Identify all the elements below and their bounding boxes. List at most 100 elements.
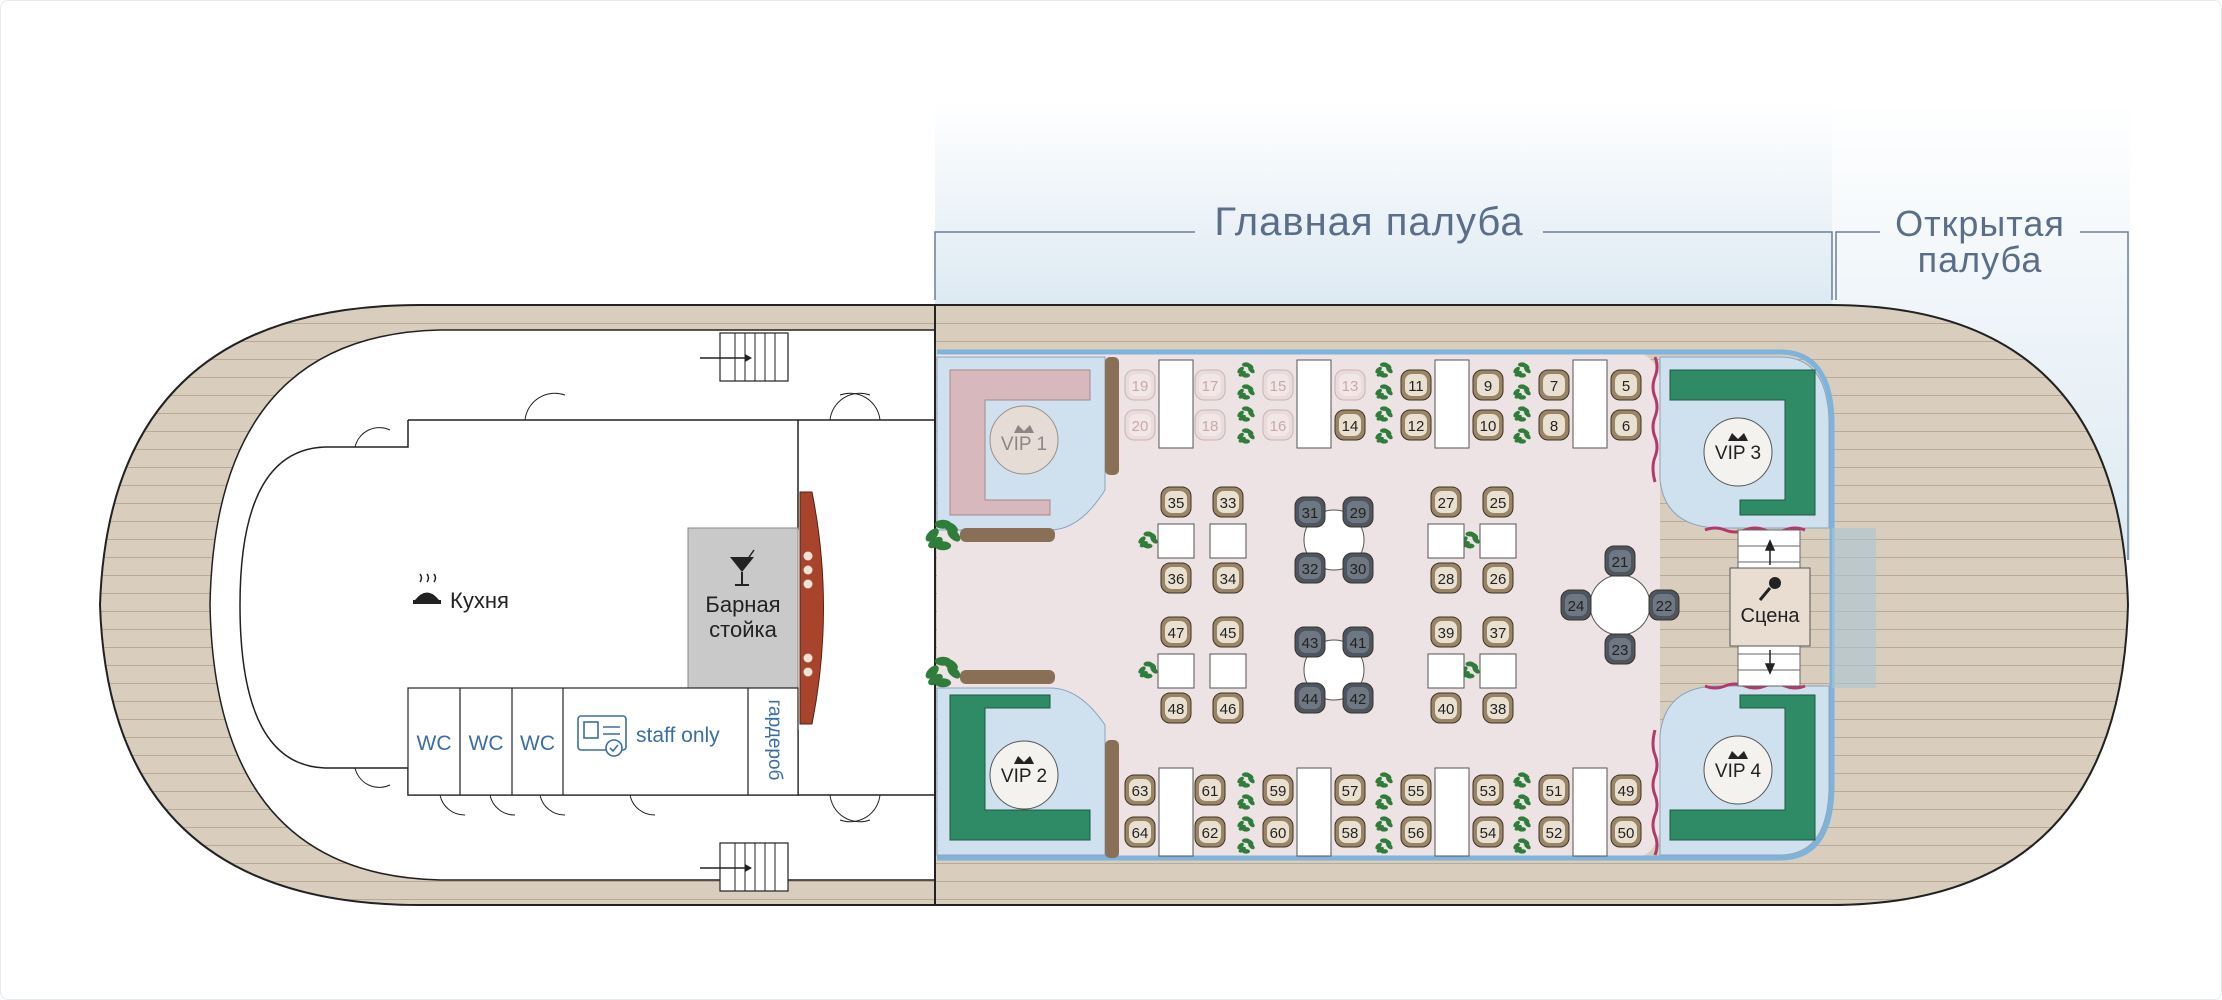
seat-16[interactable]: 16 bbox=[1262, 409, 1294, 441]
plant-icon bbox=[1237, 362, 1255, 378]
seat-30[interactable]: 30 bbox=[1342, 552, 1374, 584]
seat-number: 64 bbox=[1132, 825, 1149, 842]
vip2-label: VIP 2 bbox=[1000, 766, 1048, 787]
seat-6[interactable]: 6 bbox=[1610, 409, 1642, 441]
bar-stools bbox=[803, 551, 813, 677]
seat-number: 10 bbox=[1480, 418, 1497, 435]
seat-22[interactable]: 22 bbox=[1648, 589, 1680, 621]
seat-number: 16 bbox=[1270, 418, 1287, 435]
seat-34[interactable]: 34 bbox=[1212, 562, 1244, 594]
seat-number: 12 bbox=[1408, 418, 1425, 435]
seat-13[interactable]: 13 bbox=[1334, 369, 1366, 401]
seat-64[interactable]: 64 bbox=[1124, 816, 1156, 848]
plant-icon bbox=[1375, 384, 1393, 400]
seat-7[interactable]: 7 bbox=[1538, 369, 1570, 401]
table bbox=[1158, 359, 1194, 449]
plant-icon bbox=[1513, 794, 1531, 810]
plant-icon bbox=[1237, 772, 1255, 788]
seat-51[interactable]: 51 bbox=[1538, 774, 1570, 806]
seat-number: 29 bbox=[1350, 505, 1367, 522]
seat-5[interactable]: 5 bbox=[1610, 369, 1642, 401]
seat-8[interactable]: 8 bbox=[1538, 409, 1570, 441]
seat-21[interactable]: 21 bbox=[1604, 545, 1636, 577]
seat-46[interactable]: 46 bbox=[1212, 692, 1244, 724]
table bbox=[1572, 359, 1608, 449]
seat-28[interactable]: 28 bbox=[1430, 562, 1462, 594]
seat-61[interactable]: 61 bbox=[1194, 774, 1226, 806]
table bbox=[1479, 523, 1517, 559]
seat-number: 39 bbox=[1438, 625, 1455, 642]
plant-icon bbox=[1237, 428, 1255, 444]
seat-14[interactable]: 14 bbox=[1334, 409, 1366, 441]
plant-icon bbox=[1138, 531, 1158, 549]
seat-62[interactable]: 62 bbox=[1194, 816, 1226, 848]
seat-31[interactable]: 31 bbox=[1294, 496, 1326, 528]
open-deck-title-line2: палуба bbox=[1917, 239, 2043, 280]
seat-29[interactable]: 29 bbox=[1342, 496, 1374, 528]
seat-20[interactable]: 20 bbox=[1124, 409, 1156, 441]
staff-badge-icon bbox=[577, 715, 627, 757]
stage-arrows bbox=[1764, 539, 1776, 675]
seat-42[interactable]: 42 bbox=[1342, 682, 1374, 714]
seat-47[interactable]: 47 bbox=[1160, 616, 1192, 648]
vip4-sofa bbox=[1669, 694, 1816, 841]
seat-53[interactable]: 53 bbox=[1472, 774, 1504, 806]
seat-17[interactable]: 17 bbox=[1194, 369, 1226, 401]
seat-18[interactable]: 18 bbox=[1194, 409, 1226, 441]
seat-58[interactable]: 58 bbox=[1334, 816, 1366, 848]
seat-57[interactable]: 57 bbox=[1334, 774, 1366, 806]
plant-icon bbox=[1237, 816, 1255, 832]
seat-39[interactable]: 39 bbox=[1430, 616, 1462, 648]
seat-38[interactable]: 38 bbox=[1482, 692, 1514, 724]
seat-44[interactable]: 44 bbox=[1294, 682, 1326, 714]
seat-number: 15 bbox=[1270, 378, 1287, 395]
seat-63[interactable]: 63 bbox=[1124, 774, 1156, 806]
seat-48[interactable]: 48 bbox=[1160, 692, 1192, 724]
seat-41[interactable]: 41 bbox=[1342, 626, 1374, 658]
seat-24[interactable]: 24 bbox=[1560, 589, 1592, 621]
seat-25[interactable]: 25 bbox=[1482, 486, 1514, 518]
seat-26[interactable]: 26 bbox=[1482, 562, 1514, 594]
seat-number: 37 bbox=[1490, 625, 1507, 642]
vip1-sofa bbox=[949, 369, 1091, 516]
seat-11[interactable]: 11 bbox=[1400, 369, 1432, 401]
seat-number: 46 bbox=[1220, 701, 1237, 718]
seat-32[interactable]: 32 bbox=[1294, 552, 1326, 584]
seat-54[interactable]: 54 bbox=[1472, 816, 1504, 848]
round-table bbox=[1589, 574, 1651, 636]
seat-15[interactable]: 15 bbox=[1262, 369, 1294, 401]
stairs-top bbox=[700, 332, 789, 382]
seat-12[interactable]: 12 bbox=[1400, 409, 1432, 441]
seat-23[interactable]: 23 bbox=[1604, 633, 1636, 665]
seat-56[interactable]: 56 bbox=[1400, 816, 1432, 848]
seat-number: 28 bbox=[1438, 571, 1455, 588]
seat-37[interactable]: 37 bbox=[1482, 616, 1514, 648]
seat-43[interactable]: 43 bbox=[1294, 626, 1326, 658]
seat-19[interactable]: 19 bbox=[1124, 369, 1156, 401]
plant-icon bbox=[1513, 772, 1531, 788]
seat-10[interactable]: 10 bbox=[1472, 409, 1504, 441]
seat-number: 13 bbox=[1342, 378, 1359, 395]
seat-45[interactable]: 45 bbox=[1212, 616, 1244, 648]
seat-36[interactable]: 36 bbox=[1160, 562, 1192, 594]
seat-33[interactable]: 33 bbox=[1212, 486, 1244, 518]
seat-40[interactable]: 40 bbox=[1430, 692, 1462, 724]
seat-55[interactable]: 55 bbox=[1400, 774, 1432, 806]
seat-number: 53 bbox=[1480, 783, 1497, 800]
seat-59[interactable]: 59 bbox=[1262, 774, 1294, 806]
kitchen-icon bbox=[413, 573, 441, 604]
plant-icon bbox=[925, 656, 961, 688]
seat-50[interactable]: 50 bbox=[1610, 816, 1642, 848]
seat-27[interactable]: 27 bbox=[1430, 486, 1462, 518]
table bbox=[1158, 767, 1194, 857]
vip3-table bbox=[1703, 417, 1773, 487]
seat-52[interactable]: 52 bbox=[1538, 816, 1570, 848]
plant-icon bbox=[1237, 838, 1255, 854]
vip3-sofa bbox=[1669, 369, 1816, 516]
partition bbox=[1105, 740, 1119, 858]
seat-number: 23 bbox=[1612, 642, 1629, 659]
seat-9[interactable]: 9 bbox=[1472, 369, 1504, 401]
seat-49[interactable]: 49 bbox=[1610, 774, 1642, 806]
seat-60[interactable]: 60 bbox=[1262, 816, 1294, 848]
seat-35[interactable]: 35 bbox=[1160, 486, 1192, 518]
